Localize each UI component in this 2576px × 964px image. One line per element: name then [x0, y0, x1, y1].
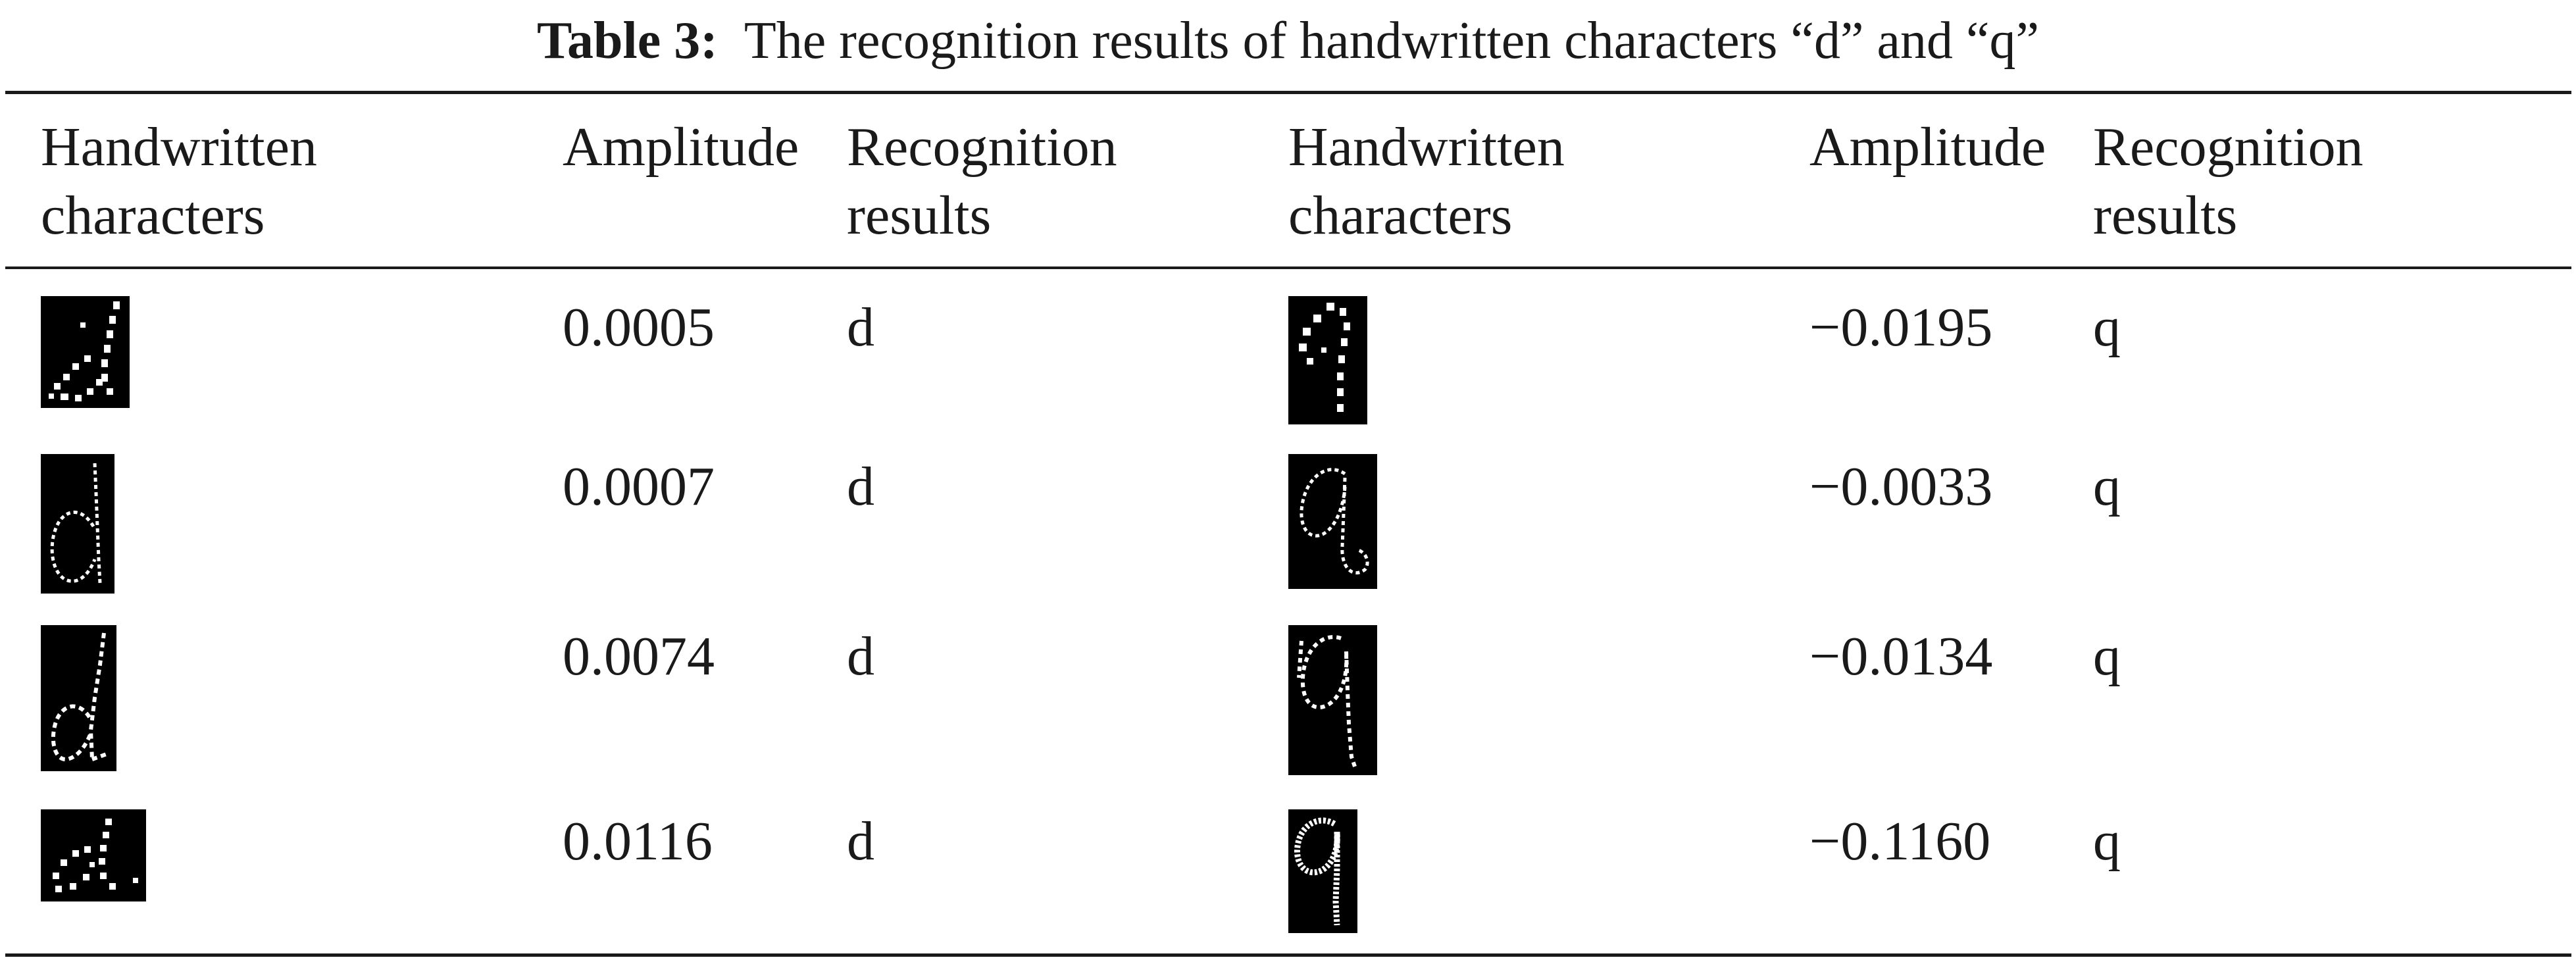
d-recognition-result-1: d — [847, 297, 874, 358]
table-top-rule — [5, 91, 2571, 94]
handwritten-d-image-1 — [41, 296, 130, 408]
handwritten-d-image-3 — [41, 625, 116, 771]
q-recognition-result-2: q — [2093, 456, 2121, 517]
table-bottom-rule — [5, 953, 2571, 957]
table-caption: Table 3: The recognition results of hand… — [0, 8, 2576, 74]
table-header-rule — [5, 266, 2571, 269]
d-recognition-result-3: d — [847, 626, 874, 687]
header-amplitude-q: Amplitude — [1809, 116, 2046, 178]
handwritten-d-image-4 — [41, 809, 146, 901]
q-amplitude-2: −0.0033 — [1809, 456, 1993, 517]
d-amplitude-3: 0.0074 — [563, 626, 715, 687]
q-recognition-result-1: q — [2093, 297, 2121, 358]
table-label: Table 3: — [537, 12, 718, 70]
d-recognition-result-2: d — [847, 456, 874, 517]
q-amplitude-4: −0.1160 — [1809, 811, 1991, 872]
table-title: The recognition results of handwritten c… — [744, 12, 2039, 70]
q-recognition-result-4: q — [2093, 811, 2121, 872]
handwritten-q-image-4 — [1288, 809, 1357, 933]
handwritten-q-image-3 — [1288, 625, 1377, 775]
handwritten-q-image-2 — [1288, 454, 1377, 589]
header-amplitude-d: Amplitude — [563, 116, 799, 178]
q-amplitude-3: −0.0134 — [1809, 626, 1993, 687]
handwritten-q-image-1 — [1288, 296, 1367, 424]
d-amplitude-4: 0.0116 — [563, 811, 713, 872]
q-recognition-result-3: q — [2093, 626, 2121, 687]
q-amplitude-1: −0.0195 — [1809, 297, 1993, 358]
d-recognition-result-4: d — [847, 811, 874, 872]
d-amplitude-1: 0.0005 — [563, 297, 715, 358]
handwritten-d-image-2 — [41, 454, 114, 594]
d-amplitude-2: 0.0007 — [563, 456, 715, 517]
